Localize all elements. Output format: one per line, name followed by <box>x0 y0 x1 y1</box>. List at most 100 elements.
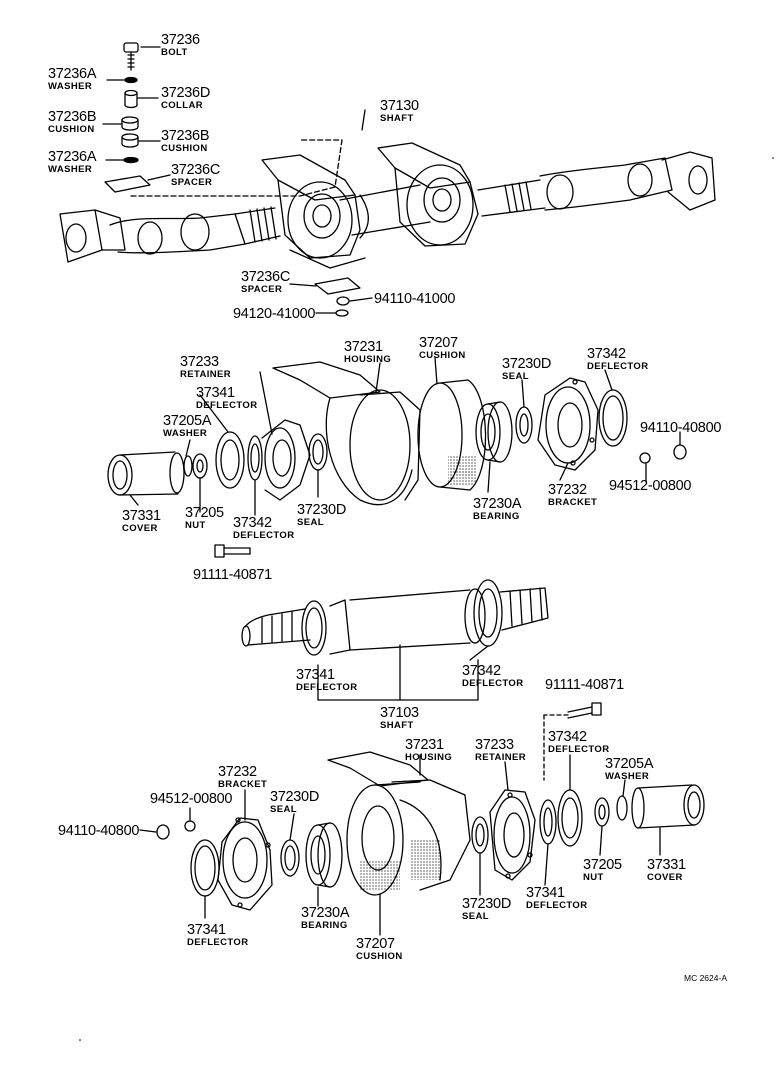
part-name: SEAL <box>502 370 529 382</box>
part-number: 37342 <box>587 346 626 362</box>
universal-joint-right <box>477 151 716 217</box>
seal-37230d-left <box>280 839 300 877</box>
part-name: BRACKET <box>218 778 268 790</box>
part-name: BEARING <box>301 919 348 931</box>
part-number: 94110-41000 <box>374 291 456 307</box>
bracket-37232 <box>217 817 273 911</box>
part-name: WASHER <box>48 163 93 175</box>
center-bearing-left <box>261 154 366 269</box>
nut-icon <box>673 444 687 460</box>
part-name: DEFLECTOR <box>187 936 249 948</box>
deflector-37342-ring <box>598 389 628 447</box>
deflector-37341-ring <box>190 839 220 897</box>
part-number: 94512-00800 <box>609 478 692 494</box>
cushion-icon <box>121 116 139 131</box>
cushion-37207 <box>346 781 421 896</box>
part-name: WASHER <box>605 770 650 782</box>
part-number: 37230D <box>502 356 551 372</box>
bracket-37232 <box>537 377 599 471</box>
part-name: BOLT <box>161 46 188 58</box>
part-name: DEFLECTOR <box>548 743 610 755</box>
part-number: 37207 <box>419 335 458 351</box>
deflector-37341 <box>539 799 557 845</box>
bearing-37230a <box>475 401 513 463</box>
part-name: SHAFT <box>380 719 414 731</box>
part-number: 37130 <box>380 98 419 114</box>
bottom-assembly <box>139 702 705 936</box>
part-number: 37236A <box>48 149 97 165</box>
part-name: WASHER <box>163 427 208 439</box>
washer-37205a <box>616 795 628 821</box>
part-name: DEFLECTOR <box>526 899 588 911</box>
seal-37230d-left <box>308 433 328 471</box>
part-number: 37341 <box>187 922 226 938</box>
part-label: 91111-40871 <box>193 567 272 583</box>
part-number: 37230D <box>462 896 511 912</box>
washer-icon <box>123 156 139 164</box>
spline-left <box>249 206 277 243</box>
bearing-37230a <box>305 822 343 888</box>
part-number: 37236B <box>48 109 97 125</box>
part-number: 37236D <box>161 85 210 101</box>
part-number: 37230D <box>270 789 319 805</box>
part-name: COVER <box>122 522 158 534</box>
part-number: 37230D <box>297 502 346 518</box>
part-number: 37230A <box>473 496 522 512</box>
top-assembly <box>59 42 716 317</box>
part-number: 91111-40871 <box>193 567 272 583</box>
part-name: WASHER <box>48 80 93 92</box>
part-label: 94110-40800 <box>58 823 139 839</box>
part-name: DEFLECTOR <box>196 399 258 411</box>
part-name: SHAFT <box>380 112 414 124</box>
seal-37230d-right <box>515 406 533 444</box>
part-name: HOUSING <box>405 751 453 763</box>
part-name: COVER <box>647 871 683 883</box>
part-number: 37342 <box>462 663 501 679</box>
part-number: 37205 <box>583 857 622 873</box>
washer-37205a <box>183 455 193 477</box>
part-name: HOUSING <box>344 353 392 365</box>
part-name: CUSHION <box>419 349 466 361</box>
part-label: 94512-00800 <box>609 478 691 494</box>
part-number: 37103 <box>380 705 419 721</box>
part-number: 37341 <box>296 667 335 683</box>
part-number: 37231 <box>405 737 444 753</box>
retainer-37233 <box>489 789 536 881</box>
spacer-icon <box>104 175 151 193</box>
cushion-37207 <box>417 379 487 491</box>
part-name: NUT <box>583 871 604 883</box>
deflector-37342 <box>247 435 263 481</box>
part-name: BRACKET <box>548 496 598 508</box>
part-name: SEAL <box>270 803 297 815</box>
part-number: 37233 <box>475 737 514 753</box>
part-name: CUSHION <box>161 142 208 154</box>
part-name: SEAL <box>462 910 489 922</box>
part-number: 37236C <box>241 269 290 285</box>
part-name: SEAL <box>297 516 324 528</box>
part-number: 37205 <box>185 505 224 521</box>
